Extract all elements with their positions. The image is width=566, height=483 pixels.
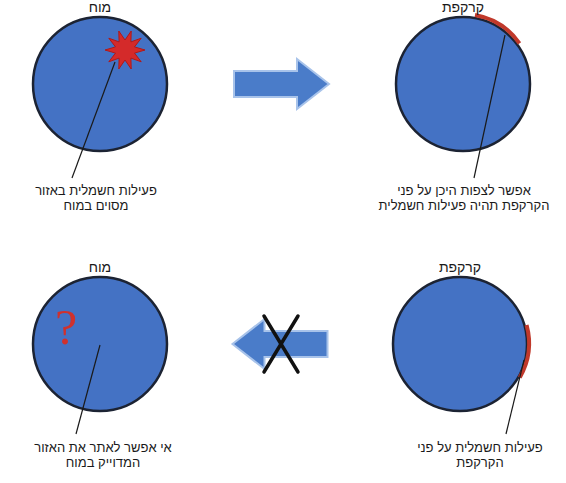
circle-shape [393,277,527,411]
circle-outline [30,275,170,413]
circle-outline [30,15,170,153]
scalp-activity-arc [520,325,529,377]
circle-outline [390,275,530,413]
block-arrow [233,319,328,369]
node-title: מוח [30,0,170,15]
leader-line [72,62,115,178]
circle-node: מוח [30,260,170,413]
leader-line [506,360,524,434]
node-title: קרקפת [390,260,530,275]
node-title: מוח [30,260,170,275]
circle-node: קרקפת [390,260,530,413]
circle-shape [33,277,167,411]
cross-mark [264,316,298,372]
circle-node: קרקפת [393,0,533,153]
circle-shape [396,17,530,151]
leader-line [474,35,505,178]
leader-line [76,345,100,434]
node-title: קרקפת [393,0,533,15]
scalp-activity-arc [475,15,520,43]
callout-text: פעילות חשמלית באזור מסוים במוח [26,183,166,213]
callout-text: אי אפשר לאתר את האזור המדוייק במוח [18,440,188,470]
callout-text: אפשר לצפות היכן על פני הקרקפת תהיה פעילו… [378,183,550,213]
circle-shape [33,17,167,151]
block-arrow [234,59,329,109]
question-mark: ? [46,302,86,352]
circle-node: מוח [30,0,170,153]
circle-outline [393,15,533,153]
activity-burst [105,31,145,69]
callout-text: פעילות חשמלית על פני הקרקפת [405,440,555,470]
